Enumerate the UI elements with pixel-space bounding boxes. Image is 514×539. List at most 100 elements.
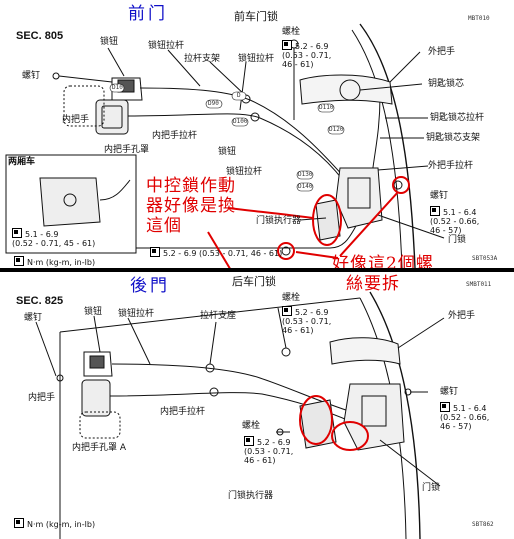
label-lock-knob-rod-bottom: 锁钮拉杆 <box>226 167 263 177</box>
rear-label-door-lock-actuator: 门锁执行器 <box>228 491 274 501</box>
outside-handle-shape <box>299 74 393 105</box>
torque-inset: 5.1 - 6.9 (0.52 - 0.71, 45 - 61) <box>12 228 96 248</box>
torque-bolt-top: 5.2 - 6.9 (0.53 - 0.71, 46 - 61) <box>282 40 332 69</box>
torque-wrench-icon <box>440 402 450 412</box>
front-door-lock-diagram <box>5 23 445 268</box>
rear-units-legend: N·m (kg-m, in-lb) <box>14 518 95 529</box>
label-outside-handle: 外把手 <box>428 47 456 57</box>
label-lock-knob: 锁钮 <box>100 37 119 47</box>
screw-left-marker <box>52 72 60 80</box>
code-d140: D140 <box>298 183 313 190</box>
code-d130: D130 <box>298 171 313 178</box>
rear-label-screw: 螺钉 <box>24 313 43 323</box>
rear-door-title: 後門 <box>130 276 170 296</box>
torque-wrench-icon <box>14 518 24 528</box>
code-d110: D110 <box>319 104 334 111</box>
inside-handle-rod-line <box>127 113 351 191</box>
rear-corner-code: SMBT011 <box>466 281 492 288</box>
rod-holder-2 <box>250 112 260 122</box>
torque-wrench-icon <box>14 256 24 266</box>
rear-outside-handle-shape <box>329 337 401 365</box>
screw-highlight-right <box>392 176 410 194</box>
outside-handle-rod-line <box>371 95 381 176</box>
inside-handle-escutcheon-shape <box>63 85 105 127</box>
door-frame-inner <box>351 29 403 268</box>
door-lock-assembly <box>335 167 383 229</box>
annotation-screws-note: 好像這2個螺 <box>332 254 434 270</box>
rear-label-screw-right: 螺钉 <box>440 387 459 397</box>
section-label: SEC. 805 <box>16 30 64 42</box>
door-frame-curve <box>120 225 357 249</box>
rear-torque-bolt-mid: 5.2 - 6.9 (0.53 - 0.71, 46 - 61) <box>244 436 294 465</box>
label-door-lock-actuator: 门锁执行器 <box>256 216 302 226</box>
label-key-cylinder-bracket: 钥匙锁芯支架 <box>426 133 481 143</box>
rear-screw-left-marker <box>56 374 64 382</box>
rear-label-bolt-mid: 螺栓 <box>242 421 261 431</box>
torque-right: 5.1 - 6.4 (0.52 - 0.66, 46 - 57) <box>430 206 480 235</box>
rear-label-bolt: 螺栓 <box>282 293 301 303</box>
label-outside-handle-rod: 外把手拉杆 <box>428 161 474 171</box>
torque-bottom: 5.2 - 6.9 (0.53 - 0.71, 46 - 61) <box>150 247 282 258</box>
rear-lock-knob-rod-line <box>111 363 353 413</box>
torque-wrench-icon <box>12 228 22 238</box>
rear-label-escutcheon: 内把手孔罩 A <box>72 443 127 453</box>
label-inside-handle: 内把手 <box>62 115 90 125</box>
label-two-door: 两厢车 <box>8 157 36 167</box>
rear-label-inside-handle-rod: 内把手拉杆 <box>160 407 206 417</box>
label-screw-right: 螺钉 <box>430 191 449 201</box>
screw-bottom-marker <box>281 246 291 256</box>
code-d: D <box>237 92 241 99</box>
label-key-cylinder: 钥匙锁芯 <box>428 79 465 89</box>
label-lock-knob-rod: 锁钮拉杆 <box>148 41 185 51</box>
rear-label-outside-handle: 外把手 <box>448 311 476 321</box>
label-key-cylinder-rod: 钥匙锁芯拉杆 <box>430 113 485 123</box>
ref-code: SBT053A <box>472 255 498 262</box>
label-lock-knob-bottom: 锁钮 <box>218 147 237 157</box>
door-frame-outline <box>359 23 416 268</box>
torque-wrench-icon <box>150 247 160 257</box>
rear-inside-handle-shape <box>81 379 111 417</box>
actuator-highlight-circle <box>312 194 342 246</box>
screw-right-marker <box>393 180 403 190</box>
code-d100: D100 <box>233 118 248 125</box>
front-door-title: 前门 <box>128 4 168 24</box>
arrow-to-bottom-panel <box>207 231 231 268</box>
rear-door-lock-title: 后车门锁 <box>232 275 276 288</box>
label-inside-handle-escutcheon: 内把手孔罩 <box>104 145 150 155</box>
rear-label-door-lock: 门锁 <box>422 483 441 493</box>
label-rod: 锁钮拉杆 <box>238 54 275 64</box>
rear-label-lock-knob-rod: 锁钮拉杆 <box>118 309 155 319</box>
screw-highlight-bottom <box>277 242 295 260</box>
annotation-actuator-note: 中控鎖作動 器好像是換 這個 <box>146 176 236 236</box>
actuator-arrow <box>227 207 314 219</box>
rear-label-rod-holder: 拉杆支座 <box>200 311 237 321</box>
rear-label-lock-knob: 锁钮 <box>84 307 103 317</box>
torque-wrench-icon <box>282 40 292 50</box>
rear-escutcheon-shape <box>79 411 121 439</box>
torque-wrench-icon <box>244 436 254 446</box>
front-door-panel: D10 D D90 D100 D110 D120 D130 D140 前门 前车… <box>0 4 514 270</box>
rear-actuator-highlight-circle <box>299 395 333 445</box>
rear-door-panel: 後門 后车门锁 SMBT011 SEC. 825 锁钮 锁钮拉杆 拉杆支座 螺栓… <box>0 270 514 539</box>
rear-ref-code: SBT862 <box>472 521 494 528</box>
rear-screw-highlight <box>331 421 369 451</box>
rear-label-inside-handle: 内把手 <box>28 393 56 403</box>
code-d90: D90 <box>208 100 219 107</box>
torque-wrench-icon <box>282 306 292 316</box>
code-d120: D120 <box>329 126 344 133</box>
rear-torque-bolt-top: 5.2 - 6.9 (0.53 - 0.71, 46 - 61) <box>282 306 332 335</box>
screw-arrow-1 <box>339 191 399 257</box>
rear-door-lock-assembly <box>343 383 405 451</box>
rear-torque-right: 5.1 - 6.4 (0.52 - 0.66, 46 - 57) <box>440 402 490 431</box>
corner-code: MBT010 <box>468 15 490 22</box>
screw-arrow-2 <box>295 251 339 259</box>
top-units-legend: N·m (kg-m, in-lb) <box>14 256 95 267</box>
label-rod-holder: 拉杆支架 <box>184 54 221 64</box>
torque-wrench-icon <box>430 206 440 216</box>
annotation-screws-note-line2: 絲要拆 <box>346 274 400 294</box>
rear-door-lock-diagram <box>35 291 445 539</box>
door-lock-actuator-shape <box>315 199 341 241</box>
label-inside-handle-rod: 内把手拉杆 <box>152 131 198 141</box>
rear-bolt-top-marker <box>281 347 291 357</box>
label-bolt: 螺栓 <box>282 27 301 37</box>
